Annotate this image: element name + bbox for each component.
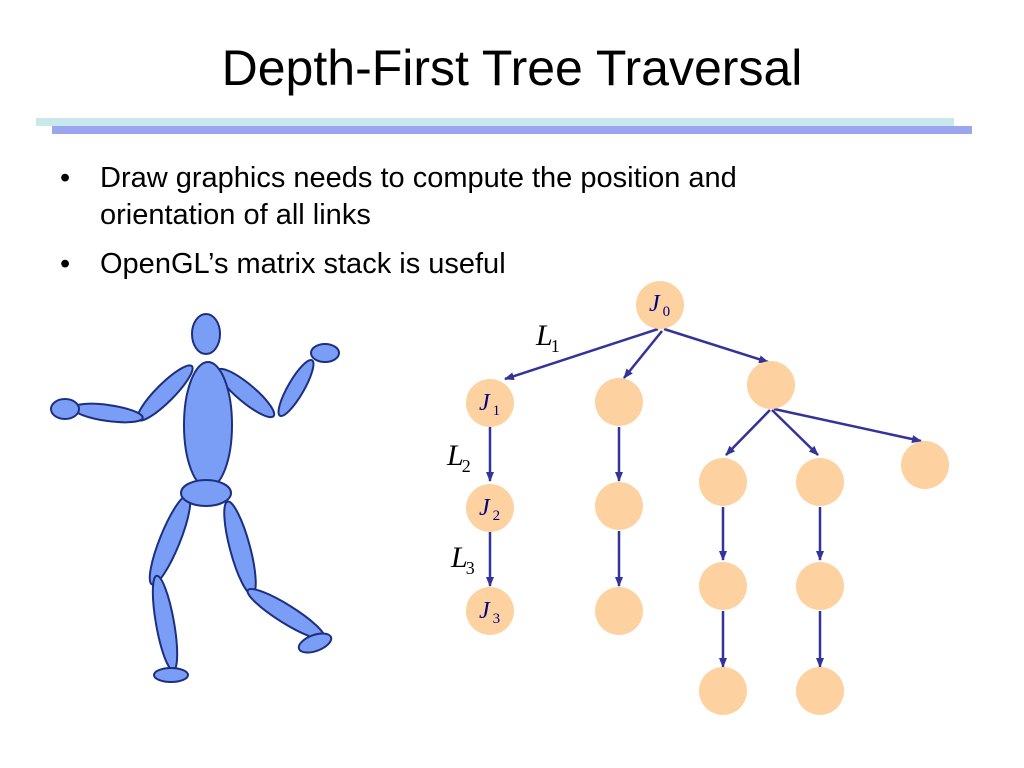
figure-right-thigh (223, 500, 257, 596)
figure-pelvis (180, 479, 232, 507)
link-label-l1: L1 (535, 319, 560, 356)
tree-node (699, 458, 747, 506)
edge-n3-n4 (725, 409, 771, 456)
bullet-text: OpenGL’s matrix stack is useful (100, 248, 506, 280)
tree-node-j3 (466, 587, 514, 635)
tree-node (796, 667, 844, 715)
tree-edges (486, 327, 922, 668)
edge-n3-n7 (773, 407, 922, 443)
figure-left-forearm (72, 402, 144, 424)
edge-j0-n3 (663, 327, 769, 364)
figure-right-foot (297, 632, 333, 654)
tree-node-j2 (466, 484, 514, 532)
tree-node (901, 441, 949, 489)
bullet-item: • Draw graphics needs to compute the pos… (60, 160, 880, 234)
tree-node-j1 (466, 379, 514, 427)
title-rule-dark (52, 126, 972, 134)
bullet-symbol: • (60, 248, 71, 280)
tree-node (699, 562, 747, 610)
figure-left-hand (50, 398, 80, 420)
link-label-l3: L3 (450, 541, 475, 578)
tree-node (699, 667, 747, 715)
articulated-figure-icon (50, 313, 340, 683)
bullet-item: • OpenGL’s matrix stack is useful (60, 246, 880, 283)
edge-n3-n6 (771, 409, 819, 456)
tree-node (747, 361, 795, 409)
figure-right-forearm (277, 359, 315, 417)
tree-node-j0 (636, 281, 684, 329)
tree-nodes (466, 281, 949, 715)
slide-title: Depth-First Tree Traversal (221, 40, 803, 96)
figure-right-hand (310, 343, 340, 363)
bullet-symbol: • (60, 162, 71, 194)
tree-node (595, 482, 643, 530)
tree-node (796, 562, 844, 610)
figure-left-thigh (148, 494, 192, 586)
tree-node (796, 458, 844, 506)
bullet-text: Draw graphics needs to compute the posit… (100, 162, 737, 231)
figure-left-shin (151, 574, 179, 672)
edge-j0-n2 (623, 330, 663, 379)
tree-node (595, 378, 643, 426)
link-label-l2: L2 (446, 439, 471, 476)
title-rule-light (36, 118, 954, 126)
figure-left-foot (153, 667, 189, 683)
figure-torso (183, 361, 233, 489)
bullet-list: • Draw graphics needs to compute the pos… (60, 160, 880, 295)
figure-head (191, 313, 221, 355)
edge-j0-j1 (504, 327, 659, 381)
tree-node (595, 587, 643, 635)
